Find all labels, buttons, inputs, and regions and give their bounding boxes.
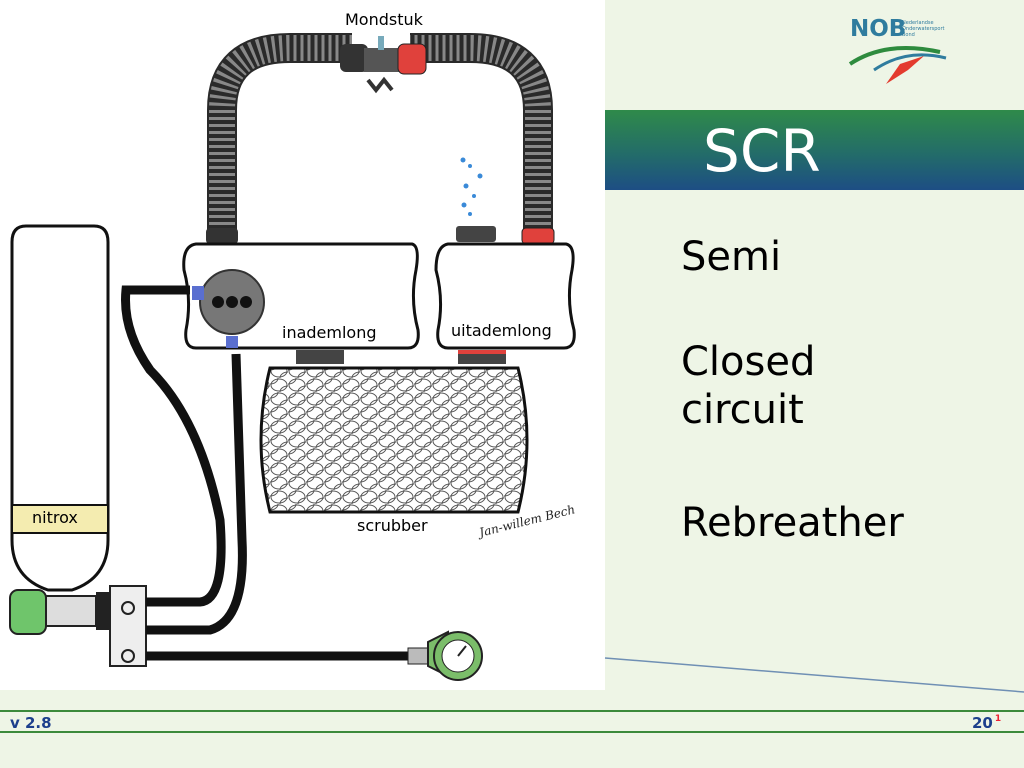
label-mouthpiece: Mondstuk <box>345 10 423 29</box>
footer-line-top <box>0 710 1024 712</box>
page-number-value: 20 <box>972 714 993 732</box>
label-exhale-bag: uitademlong <box>451 321 552 340</box>
exhale-bag <box>434 242 576 350</box>
logo-subtitle: Nederlandse Onderwatersport Bond <box>902 20 945 38</box>
rebreather-diagram <box>9 33 576 681</box>
label-cylinder: nitrox <box>32 508 78 527</box>
mouthpiece <box>340 36 427 94</box>
logo-text: NOB <box>850 16 907 42</box>
title-band: SCR <box>605 110 1024 190</box>
pressure-gauge <box>407 630 483 681</box>
page-number-superscript: 1 <box>994 714 1002 724</box>
bullet-rebreather: Rebreather <box>681 500 904 546</box>
bullet-semi: Semi <box>681 234 782 280</box>
label-scrubber: scrubber <box>357 516 428 535</box>
label-inhale-bag: inademlong <box>282 323 377 342</box>
scrubber-canister <box>259 366 529 514</box>
breathing-hose <box>207 33 553 232</box>
nitrox-cylinder <box>10 224 110 592</box>
exhaust-bubbles <box>460 157 483 216</box>
nob-logo <box>848 46 947 84</box>
bullet-closed-circuit: Closed circuit <box>681 339 816 433</box>
cylinder-valve <box>9 585 147 667</box>
slide-title: SCR <box>703 117 821 185</box>
demand-valve <box>192 269 265 348</box>
diagram-area: Mondstuk inademlong uitademlong scrubber… <box>0 0 605 690</box>
footer-line-bottom <box>0 731 1024 733</box>
version-label: v 2.8 <box>10 714 52 732</box>
